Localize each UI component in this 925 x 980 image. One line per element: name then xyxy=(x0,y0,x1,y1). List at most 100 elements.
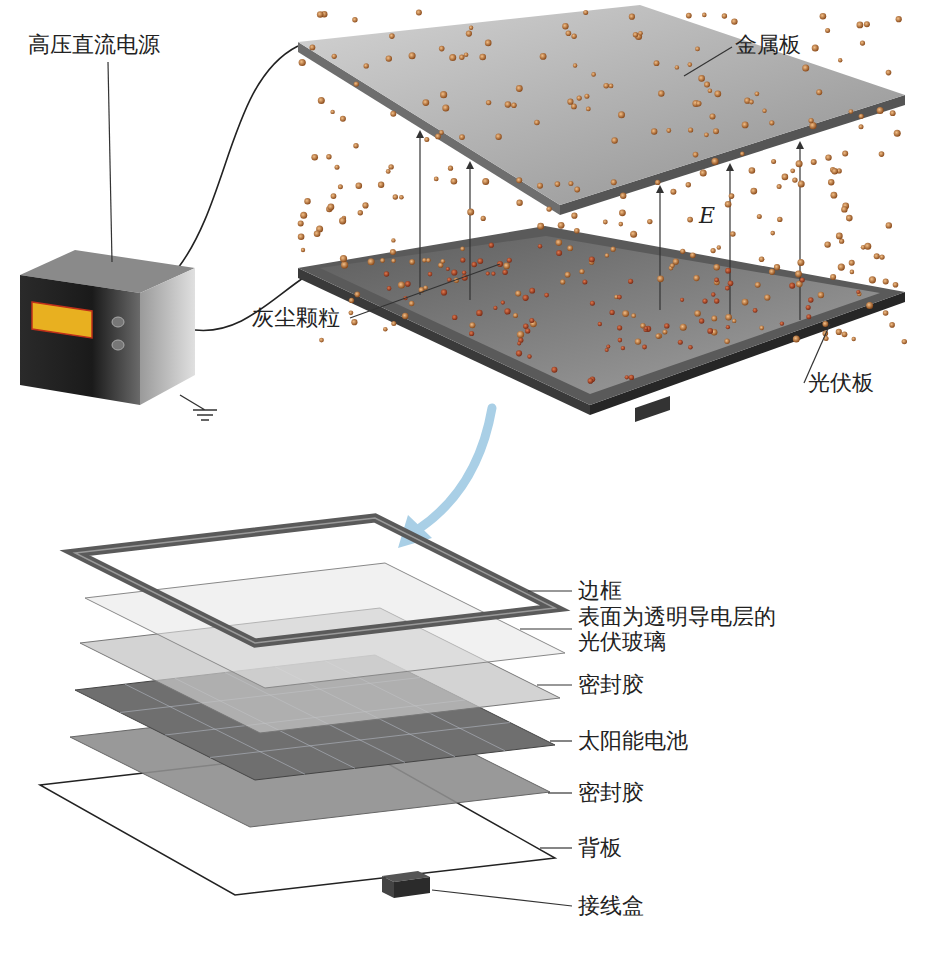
dust-particle xyxy=(356,183,363,190)
field-line xyxy=(729,167,730,320)
dust-particle xyxy=(832,168,838,174)
dust-particle xyxy=(841,206,847,212)
dust-particle xyxy=(757,214,762,219)
dust-particle xyxy=(495,134,501,140)
dust-particle xyxy=(730,231,736,237)
dust-particle xyxy=(714,278,719,283)
dust-particle xyxy=(688,127,693,132)
dust-particle xyxy=(523,295,529,301)
dust-particle xyxy=(451,269,457,275)
dust-particle xyxy=(795,271,802,278)
dust-particle xyxy=(811,159,817,165)
dust-particle xyxy=(507,258,512,263)
dust-particle xyxy=(680,324,687,331)
dust-particle xyxy=(879,254,884,259)
dust-particle xyxy=(505,101,511,107)
dust-particle xyxy=(591,72,596,77)
dust-particle xyxy=(466,30,472,36)
dust-particle xyxy=(728,281,734,287)
dust-particle xyxy=(562,23,568,29)
dust-particle xyxy=(517,341,521,345)
dust-particle xyxy=(590,301,595,306)
dust-particle xyxy=(714,90,721,97)
leader-line xyxy=(548,792,572,793)
dust-particle xyxy=(842,151,848,157)
dust-particle xyxy=(890,110,896,116)
dust-particle xyxy=(409,259,415,265)
dust-particle xyxy=(551,367,557,373)
zoom-arrow xyxy=(398,408,492,548)
dust-particle xyxy=(352,17,357,22)
part-label: 背板 xyxy=(578,835,622,860)
dust-particle xyxy=(869,276,876,283)
dust-particle xyxy=(782,174,789,181)
dust-particle xyxy=(368,258,375,265)
dust-particle xyxy=(391,238,395,242)
dust-particle xyxy=(731,18,737,24)
dust-particle xyxy=(818,292,824,298)
dust-particle xyxy=(842,331,848,337)
dust-particle xyxy=(354,81,359,86)
dust-particle xyxy=(319,338,324,343)
dust-particle xyxy=(864,243,871,250)
dust-particle xyxy=(544,293,549,298)
dust-particle xyxy=(694,310,700,316)
dust-particle xyxy=(534,120,540,126)
dust-particle xyxy=(328,204,335,211)
dust-particle xyxy=(448,166,453,171)
dust-particle xyxy=(666,128,671,133)
dust-particle xyxy=(556,250,562,256)
dust-particle xyxy=(482,178,489,185)
dust-particle xyxy=(300,212,307,219)
dust-particle xyxy=(464,52,469,57)
dust-particle xyxy=(573,63,577,67)
dust-particle xyxy=(390,249,396,255)
field-line xyxy=(659,189,660,310)
dust-particle xyxy=(886,70,892,76)
box-front xyxy=(20,275,140,405)
dust-particle xyxy=(664,323,669,328)
dust-particle xyxy=(469,26,473,30)
dust-particle xyxy=(696,101,702,107)
dust-particle xyxy=(387,286,392,291)
dust-particle xyxy=(742,299,749,306)
dust-particle xyxy=(762,109,766,113)
dust-particle xyxy=(504,308,510,314)
dust-particle xyxy=(864,21,870,27)
dust-particle xyxy=(567,245,573,251)
dust-particle xyxy=(764,294,770,300)
dust-particle xyxy=(378,182,384,188)
part-label: 高压直流电源 xyxy=(28,32,160,57)
dust-particle xyxy=(828,179,834,185)
dust-particle xyxy=(769,269,775,275)
dust-particle xyxy=(517,331,524,338)
dust-particle xyxy=(422,258,427,263)
dust-particle xyxy=(749,167,756,174)
dust-particle xyxy=(619,209,626,216)
dust-particle xyxy=(451,178,458,185)
dust-particle xyxy=(440,91,447,98)
dust-particle xyxy=(802,65,809,72)
dust-particle xyxy=(618,111,625,118)
dust-particle xyxy=(714,298,719,303)
dust-particle xyxy=(879,151,885,157)
part-label: 密封胶 xyxy=(578,672,644,697)
dust-particle xyxy=(651,128,657,134)
field-symbol: E xyxy=(699,203,715,228)
dust-particle xyxy=(809,118,814,123)
dust-particle xyxy=(611,179,617,185)
part-label: 表面为透明导电层的 光伏玻璃 xyxy=(578,604,789,655)
dust-particle xyxy=(642,345,647,350)
dust-particle xyxy=(883,279,889,285)
dust-particle xyxy=(704,132,709,137)
frame xyxy=(75,518,555,643)
dust-particle xyxy=(469,331,474,336)
dust-particle xyxy=(824,241,830,247)
dust-particle xyxy=(335,165,340,170)
dust-particle xyxy=(338,184,343,189)
junction-box xyxy=(635,396,670,422)
dust-particle xyxy=(621,346,625,350)
dust-particle xyxy=(838,264,845,271)
dust-particle xyxy=(647,219,652,224)
dust-particle xyxy=(298,234,305,241)
